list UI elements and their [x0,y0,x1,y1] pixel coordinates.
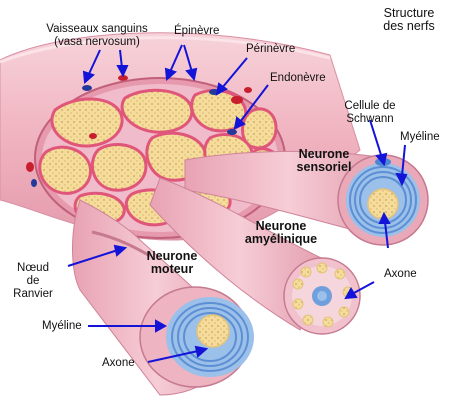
label-epinevre: Épinèvre [174,25,220,37]
label-noeud-ranvier: Nœud de Ranvier [13,262,53,300]
ranvier-node [91,230,151,258]
label-endonevre: Endonèvre [270,72,326,84]
blood-vessel-red [26,162,34,172]
motor-neuron-cross-section [139,286,254,388]
blood-vessel-blue [82,85,92,91]
label-axone-left: Axone [102,357,135,369]
label-myeline-right: Myéline [400,131,440,143]
label-neurone-moteur: Neurone moteur [146,249,198,276]
label-arrows [67,44,408,363]
diagram-title: Structure des nerfs [383,6,435,33]
label-myeline-left: Myéline [42,320,82,332]
blood-vessel-blue [227,129,237,135]
label-neurone-amyelinique: Neurone amyélinique [244,219,318,246]
label-neurone-sensoriel: Neurone sensoriel [296,147,352,174]
label-vaisseaux-sanguins: Vaisseaux sanguins (vasa nervosum) [46,23,148,48]
unmyelinated-neuron-cross-section [283,257,361,335]
label-cellule-schwann: Cellule de Schwann [344,100,396,125]
blood-vessel-red [89,133,97,139]
blood-vessel-blue [31,179,37,187]
blood-vessel-red [231,96,243,104]
label-perinevre: Périnèvre [246,43,296,55]
blood-vessel-red [244,87,252,93]
blood-vessel-red [118,75,128,81]
label-axone-right: Axone [384,268,417,280]
